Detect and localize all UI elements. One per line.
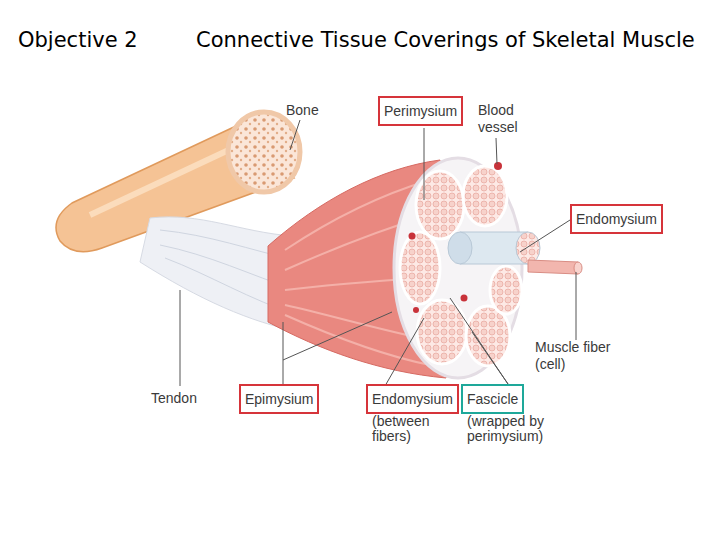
term-note: (wrapped by perimysium) xyxy=(467,414,563,444)
blood-vessel-dot xyxy=(409,233,416,240)
blood-vessel-dot xyxy=(413,307,419,313)
epimysium-rim xyxy=(394,158,522,378)
fascicle-end xyxy=(516,232,540,264)
leader-lines xyxy=(180,120,576,386)
leader-line xyxy=(520,220,570,252)
term-label: Perimysium xyxy=(378,96,463,126)
leader-line xyxy=(496,138,497,164)
part-label: Bone xyxy=(286,102,319,119)
fascicle-base xyxy=(448,232,472,264)
label-box: Perimysium xyxy=(378,96,463,126)
diagram-title: Connective Tissue Coverings of Skeletal … xyxy=(196,28,695,52)
fascicle-section xyxy=(417,300,467,364)
term-label: Endomysium xyxy=(366,384,459,414)
part-label: Blood vessel xyxy=(478,102,526,136)
label-box: Fascicle(wrapped by perimysium) xyxy=(461,384,524,414)
leader-line xyxy=(283,312,392,384)
bone-cross-section xyxy=(228,112,300,192)
label-box: Endomysium(between fibers) xyxy=(366,384,459,414)
fascicles xyxy=(400,166,522,366)
blood-vessel-dot xyxy=(494,162,502,170)
leader-line xyxy=(576,272,577,340)
leader-line xyxy=(180,290,181,386)
fascicle-section xyxy=(463,166,507,226)
term-label: Endomysium xyxy=(570,204,663,234)
label-box: Endomysium xyxy=(570,204,663,234)
part-label: Tendon xyxy=(151,390,197,407)
fascicle-section xyxy=(400,232,440,304)
leader-line xyxy=(424,128,425,200)
leader-line xyxy=(450,298,508,384)
label-box: Epimysium xyxy=(239,384,319,414)
fascicle-section xyxy=(490,266,522,314)
muscle-fiber xyxy=(528,260,578,274)
blood-vessel-dot xyxy=(461,295,468,302)
objective-heading: Objective 2 xyxy=(18,28,138,52)
term-label: Epimysium xyxy=(239,384,319,414)
muscle-fiber-end xyxy=(574,262,582,274)
leader-line xyxy=(290,120,300,150)
leader-line xyxy=(385,318,424,386)
part-label: Muscle fiber (cell) xyxy=(535,339,627,373)
fascicle-section xyxy=(416,171,464,239)
term-note: (between fibers) xyxy=(372,414,444,444)
term-label: Fascicle xyxy=(461,384,524,414)
